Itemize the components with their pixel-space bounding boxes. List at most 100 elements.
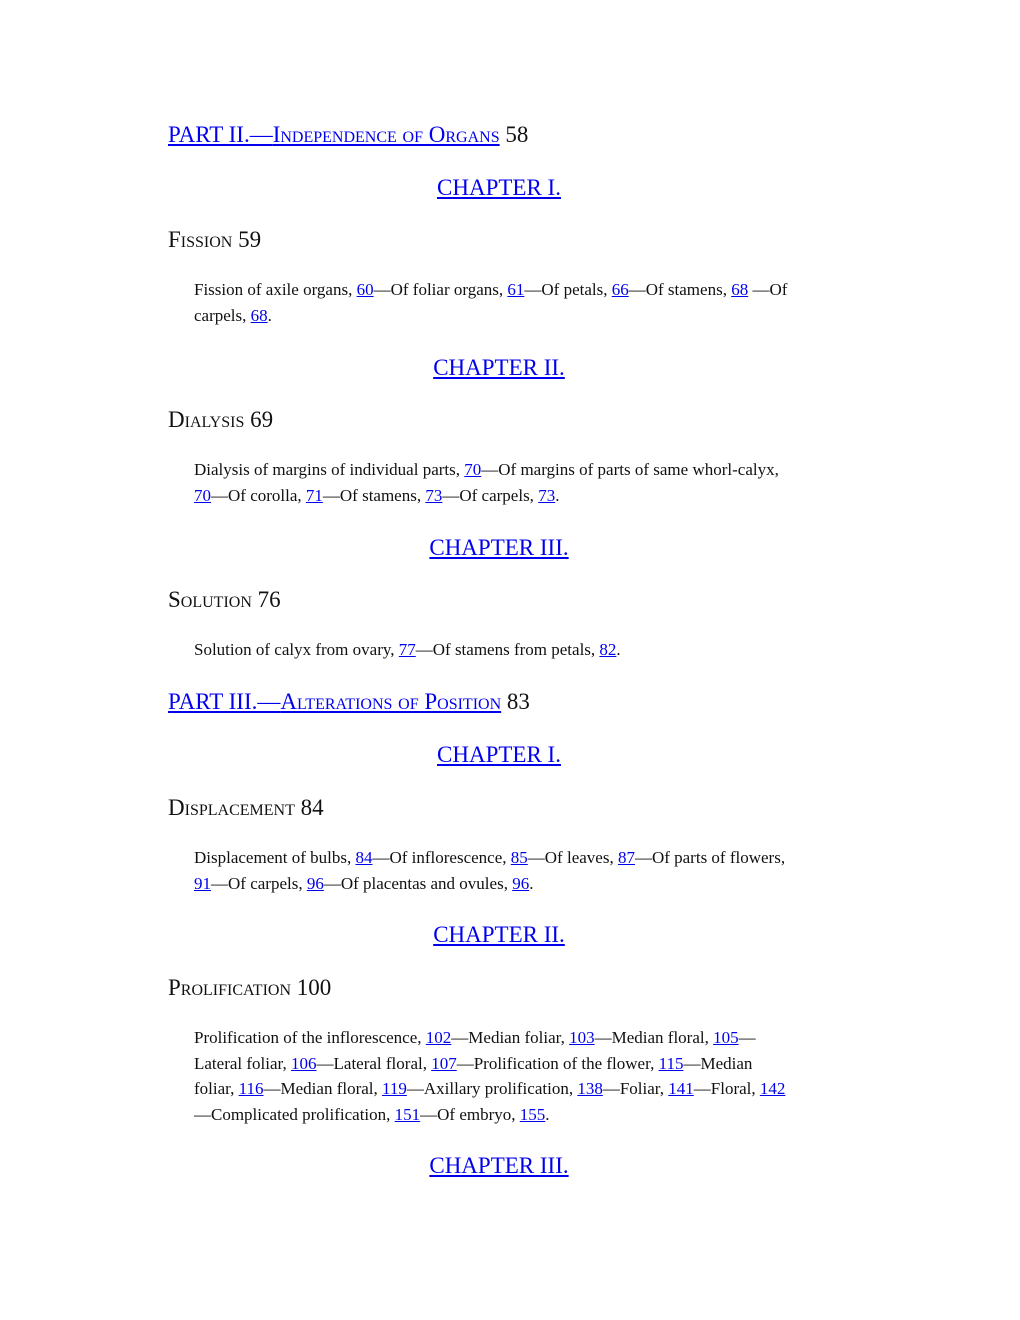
section-heading: Displacement 84 (168, 794, 324, 822)
section-summary: Displacement of bulbs, 84—Of inflorescen… (194, 845, 794, 896)
summary-text: —Lateral foliar, (194, 1028, 756, 1073)
summary-text: —Of carpels, (194, 280, 788, 325)
page-link[interactable]: 105 (713, 1028, 739, 1047)
page-link[interactable]: 70 (464, 460, 482, 479)
summary-text: Dialysis of margins of individual parts, (194, 460, 465, 479)
summary-text: —Of inflorescence, (372, 848, 511, 867)
summary-text: —Lateral floral, (316, 1053, 432, 1073)
part-heading: PART III.—Alterations of Position 83 (168, 688, 530, 716)
section-title: Prolification (168, 975, 292, 1000)
chapter-heading: CHAPTER I. (168, 174, 830, 202)
summary-text: —Of parts of flowers, (634, 848, 786, 867)
page-link[interactable]: 102 (425, 1028, 452, 1047)
summary-text: —Of embryo, (420, 1104, 520, 1124)
page-link[interactable]: 68 (731, 280, 749, 299)
summary-text: —Of carpels, (442, 485, 539, 505)
summary-text: —Foliar, (602, 1079, 669, 1098)
section-title: Fission (168, 227, 233, 252)
section-title: Displacement (168, 795, 295, 820)
summary-text: . (529, 873, 534, 893)
page-link[interactable]: 71 (305, 485, 323, 505)
page-link[interactable]: 138 (577, 1079, 603, 1098)
page-link[interactable]: 82 (599, 640, 617, 659)
section-heading: Fission 59 (168, 226, 261, 254)
chapter-heading: CHAPTER II. (168, 354, 830, 382)
page-link[interactable]: 116 (238, 1079, 264, 1098)
part-label: PART III.— (168, 689, 281, 714)
section-summary: Solution of calyx from ovary, 77—Of stam… (194, 637, 794, 663)
summary-text: Fission of axile organs, (194, 280, 357, 299)
summary-text: —Of margins of parts of same whorl-calyx… (481, 460, 779, 479)
chapter-link[interactable]: CHAPTER III. (429, 1153, 569, 1178)
summary-text: —Of placentas and ovules, (323, 873, 513, 893)
section-title: Dialysis (168, 407, 245, 432)
chapter-heading: CHAPTER III. (168, 1152, 830, 1180)
page-link[interactable]: 66 (611, 280, 629, 299)
part-title: Alterations of Position (280, 689, 502, 714)
page-link[interactable]: 87 (617, 848, 635, 867)
page-link[interactable]: 115 (658, 1053, 684, 1073)
summary-text: . (616, 640, 621, 659)
page-number: 59 (238, 227, 262, 252)
part-link[interactable]: PART III.—Alterations of Position (168, 689, 501, 714)
page-number: 76 (257, 587, 281, 612)
chapter-link[interactable]: CHAPTER I. (437, 742, 561, 767)
page-link[interactable]: 141 (668, 1079, 694, 1098)
page-link[interactable]: 91 (194, 873, 211, 893)
section-summary: Fission of axile organs, 60—Of foliar or… (194, 277, 794, 328)
summary-text: Displacement of bulbs, (194, 848, 356, 867)
page-link[interactable]: 73 (538, 485, 556, 505)
page-link[interactable]: 96 (306, 873, 324, 893)
page-link[interactable]: 61 (507, 280, 525, 299)
summary-text: —Of petals, (524, 280, 612, 299)
section-summary: Dialysis of margins of individual parts,… (194, 457, 794, 508)
page-link[interactable]: 68 (250, 305, 268, 325)
summary-text: —Median floral, (594, 1028, 714, 1047)
page-number: 84 (300, 795, 324, 820)
page-link[interactable]: 60 (356, 280, 374, 299)
summary-text: . (555, 485, 560, 505)
part-title: Independence of Organs (272, 122, 500, 147)
chapter-link[interactable]: CHAPTER II. (433, 922, 565, 947)
page-link[interactable]: 85 (510, 848, 528, 867)
page-number: 100 (296, 975, 332, 1000)
page-link[interactable]: 73 (425, 485, 443, 505)
page-link[interactable]: 96 (512, 873, 530, 893)
chapter-heading: CHAPTER I. (168, 741, 830, 769)
summary-text: . (545, 1104, 550, 1124)
page-link[interactable]: 107 (431, 1053, 457, 1073)
summary-text: —Median foliar, (451, 1028, 570, 1047)
summary-text: —Of leaves, (527, 848, 618, 867)
summary-text: Prolification of the inflorescence, (194, 1028, 426, 1047)
part-label: PART II.— (168, 122, 273, 147)
chapter-heading: CHAPTER III. (168, 534, 830, 562)
summary-text: —Of stamens from petals, (415, 640, 600, 659)
summary-text: —Median foliar, (194, 1053, 753, 1099)
page-link[interactable]: 70 (194, 485, 211, 505)
section-title: Solution (168, 587, 252, 612)
chapter-link[interactable]: CHAPTER III. (429, 535, 569, 560)
section-summary: Prolification of the inflorescence, 102—… (194, 1025, 794, 1127)
summary-text: —Prolification of the flower, (456, 1053, 659, 1073)
page-link[interactable]: 151 (394, 1104, 421, 1124)
page-link[interactable]: 142 (759, 1079, 786, 1098)
section-heading: Prolification 100 (168, 974, 331, 1002)
page-number: 58 (505, 122, 529, 147)
summary-text: —Of foliar organs, (373, 280, 508, 299)
page-link[interactable]: 84 (355, 848, 373, 867)
summary-text: —Floral, (693, 1079, 760, 1098)
chapter-link[interactable]: CHAPTER I. (437, 175, 561, 200)
part-link[interactable]: PART II.—Independence of Organs (168, 122, 500, 147)
section-heading: Dialysis 69 (168, 406, 273, 434)
page-link[interactable]: 106 (291, 1053, 317, 1073)
page-link[interactable]: 155 (519, 1104, 546, 1124)
chapter-heading: CHAPTER II. (168, 921, 830, 949)
page-link[interactable]: 103 (569, 1028, 595, 1047)
summary-text: . (267, 305, 272, 325)
page-number: 69 (250, 407, 274, 432)
summary-text: Solution of calyx from ovary, (194, 640, 399, 659)
page-link[interactable]: 119 (382, 1079, 407, 1098)
page-link[interactable]: 77 (398, 640, 416, 659)
chapter-link[interactable]: CHAPTER II. (433, 355, 565, 380)
summary-text: —Complicated prolification, (194, 1104, 395, 1124)
